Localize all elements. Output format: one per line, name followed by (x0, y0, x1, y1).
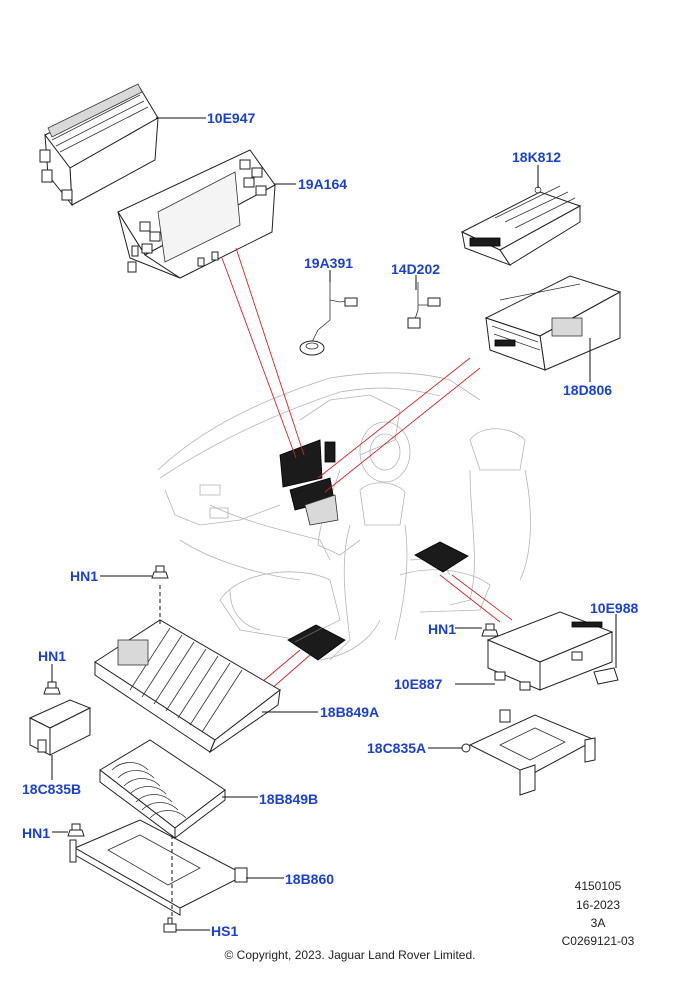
reference-number: 4150105 (574, 879, 622, 893)
callout-19A391: 19A391 (304, 255, 354, 271)
installed-display (279, 439, 336, 488)
part-10E988-label (593, 667, 619, 685)
callout-hn1-right: HN1 (428, 621, 457, 637)
callout-10E988: 10E988 (590, 600, 639, 616)
callout-18D806: 18D806 (563, 382, 613, 398)
part-18D806-module (484, 275, 622, 371)
reference-date: 16-2023 (575, 898, 621, 912)
callout-hn1-bottom: HN1 (22, 825, 51, 841)
installed-panel (289, 477, 339, 526)
nut-hn1-b (43, 681, 61, 695)
part-18K812-module (460, 185, 582, 267)
screw-hs1 (163, 917, 177, 933)
callout-18B860: 18B860 (285, 871, 335, 887)
installed-amp-front (287, 624, 346, 661)
callout-18C835A: 18C835A (367, 740, 427, 756)
callout-18B849B: 18B849B (259, 791, 319, 807)
part-10E947-display (39, 83, 159, 207)
reference-code: C0269121-03 (561, 934, 635, 948)
reference-revision: 3A (590, 916, 606, 930)
part-19A391-sensor (299, 282, 358, 356)
red-leader-lines (221, 247, 513, 691)
part-18B849A-amplifier (94, 619, 281, 754)
nut-hn1-c (481, 623, 499, 637)
part-14D202-sensor (407, 282, 441, 329)
callout-hs1: HS1 (211, 923, 239, 939)
part-10E887-module (486, 611, 614, 691)
callout-18C835B: 18C835B (22, 781, 82, 797)
installed-amp-rear (414, 541, 469, 573)
callout-14D202: 14D202 (391, 261, 441, 277)
callout-leaders (51, 117, 617, 931)
callout-hn1-left: HN1 (38, 648, 67, 664)
callout-10E887: 10E887 (394, 676, 443, 692)
copyright-notice: © Copyright, 2023. Jaguar Land Rover Lim… (224, 948, 476, 962)
part-18B860-tray (69, 819, 248, 916)
vehicle-interior-outline (157, 372, 531, 661)
part-18B849B-amplifier (99, 739, 226, 840)
part-19A164-panel (117, 149, 276, 279)
nut-hn1-d (67, 823, 85, 837)
callout-10E947: 10E947 (207, 110, 256, 126)
callout-19A164: 19A164 (298, 176, 348, 192)
callout-hn1-top: HN1 (70, 568, 99, 584)
part-18C835A-bracket (461, 709, 597, 796)
callout-18B849A: 18B849A (320, 704, 380, 720)
callout-18K812: 18K812 (512, 149, 562, 165)
part-18C835B-bracket (28, 699, 92, 756)
nut-hn1-a (151, 565, 169, 579)
